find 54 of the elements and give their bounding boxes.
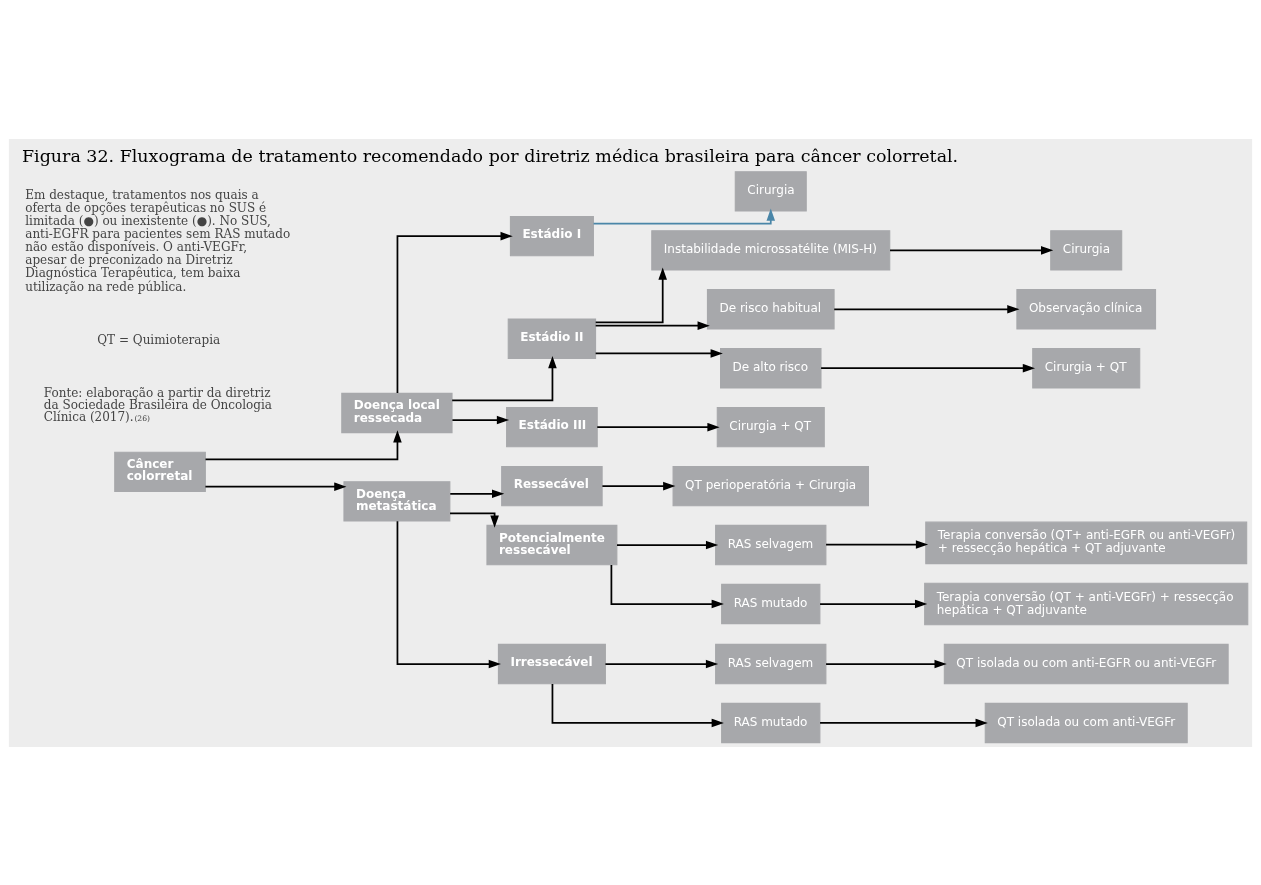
arrow bbox=[449, 488, 505, 498]
diagram-title: Figura 32. Fluxograma de tratamento recomendado por diretriz médica brasileira para câncer colorretal. bbox=[21, 145, 959, 166]
node-box: RAS mutado bbox=[721, 702, 821, 743]
arrow bbox=[819, 599, 928, 608]
node-box: Estádio II bbox=[507, 318, 597, 359]
node-box: Cirurgia + QT bbox=[716, 406, 825, 447]
arrow bbox=[601, 481, 676, 490]
arrow bbox=[396, 231, 513, 394]
node-box: Terapia conversão (QT+ anti-EGFR ou anti-VEGFr) + ressecção hepática + QT adjuvante bbox=[925, 521, 1248, 564]
arrow bbox=[451, 415, 510, 424]
node-box: QT isolada ou com anti-EGFR ou anti-VEGFr bbox=[943, 643, 1229, 684]
node-box: RAS selvagem bbox=[715, 524, 827, 565]
node-box: QT isolada ou com anti-VEGFr bbox=[984, 702, 1188, 743]
arrow bbox=[449, 512, 499, 528]
arrow bbox=[889, 245, 1054, 255]
arrow bbox=[596, 422, 720, 431]
node-box: Observação clínica bbox=[1016, 288, 1157, 329]
node-box: Cirurgia + QT bbox=[1032, 347, 1141, 388]
node-box: RAS selvagem bbox=[715, 643, 827, 684]
node-box: De alto risco bbox=[720, 347, 822, 388]
arrow bbox=[396, 519, 501, 668]
node-box: Estádio I bbox=[509, 215, 594, 256]
arrow bbox=[825, 539, 929, 549]
arrow bbox=[594, 348, 723, 358]
arrow bbox=[825, 659, 947, 668]
label: Em destaque, tratamentos nos quais a oferta de opções terapêuticas no SUS é limitada (●) ou inexistente (●). No SUS, anti-EGFR para pacientes sem RAS mutado não estão disponíveis. O anti-VEGFr, apesar de preconizado na Diretriz Diagnóstica Terapêutica, tem baixa utilização na rede pública. bbox=[25, 187, 291, 294]
arrow bbox=[594, 320, 710, 330]
arrow bbox=[819, 718, 988, 727]
arrow bbox=[610, 563, 724, 608]
node-box: Terapia conversão (QT + anti-VEGFr) + ressecção hepática + QT adjuvante bbox=[924, 582, 1249, 625]
arrow bbox=[592, 208, 776, 224]
label: QT = Quimioterapia bbox=[97, 332, 221, 347]
node-box: De risco habitual bbox=[706, 288, 835, 329]
node-box: Cirurgia bbox=[1050, 229, 1123, 271]
arrow bbox=[604, 659, 719, 668]
arrow bbox=[551, 682, 724, 727]
arrow bbox=[833, 304, 1020, 314]
node-box: Ressecável bbox=[501, 465, 603, 506]
node-box: Doença local ressecada bbox=[341, 392, 453, 433]
node-box: Doença metastática bbox=[343, 480, 451, 522]
node-box: RAS mutado bbox=[721, 583, 821, 624]
arrow bbox=[204, 429, 402, 460]
arrow bbox=[594, 266, 667, 323]
node-box: Irressecável bbox=[497, 643, 606, 684]
arrow bbox=[820, 363, 1036, 372]
node-box: Instabilidade microssatélite (MIS-H) bbox=[651, 229, 891, 271]
node-box: Câncer colorretal bbox=[114, 451, 206, 492]
node-box: Potencialmente ressecável bbox=[486, 524, 618, 565]
node-box: QT perioperatória + Cirurgia bbox=[672, 465, 869, 506]
arrow bbox=[616, 540, 719, 549]
arrow bbox=[451, 355, 557, 401]
arrow bbox=[204, 481, 347, 491]
node-box: Cirurgia bbox=[734, 170, 807, 212]
node-box: Estádio III bbox=[506, 406, 598, 447]
